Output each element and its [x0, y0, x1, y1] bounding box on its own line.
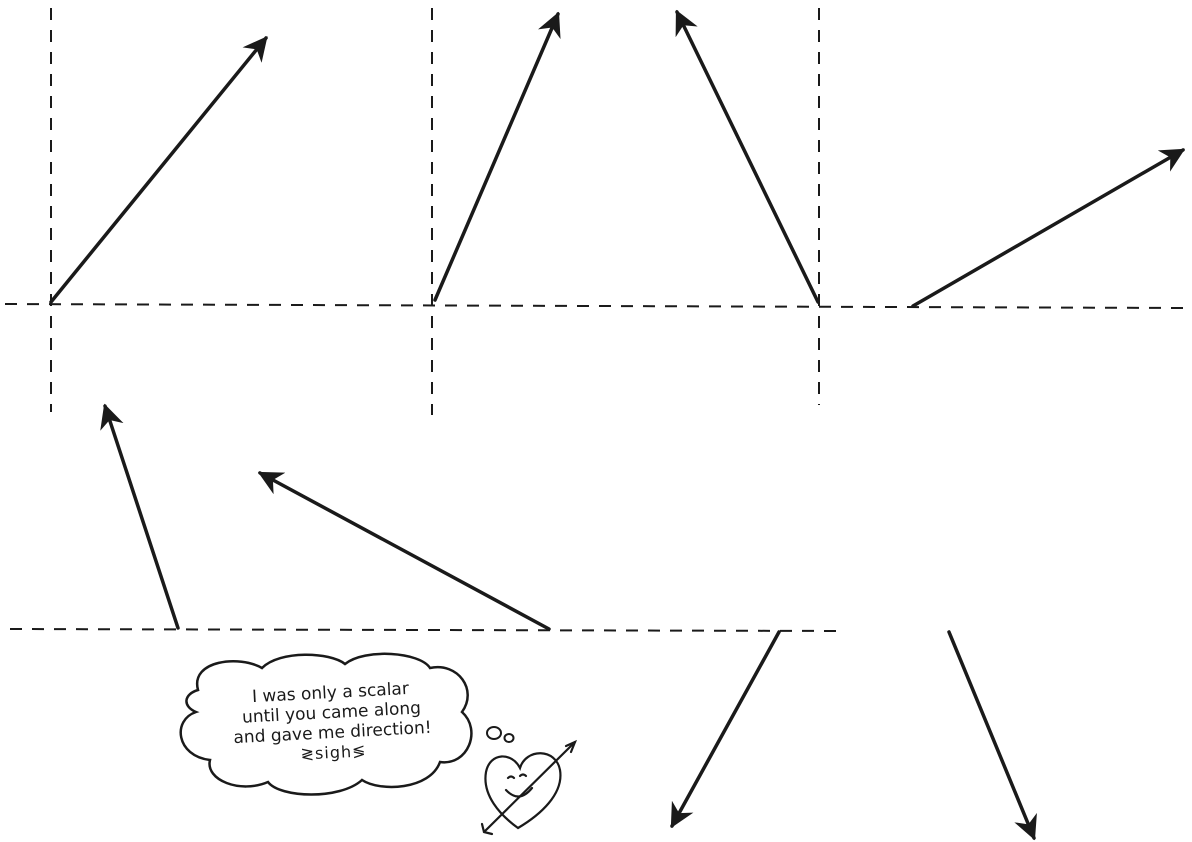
vector-arrow-8 [947, 630, 1037, 841]
vector-arrow-7 [670, 630, 781, 829]
thought-bubble-large [486, 726, 502, 740]
heart-with-arrow-icon [480, 739, 578, 836]
vector-arrow-1 [49, 36, 268, 304]
vector-arrow-2 [433, 11, 561, 302]
speech-text: I was only a scalar until you came along… [190, 676, 474, 771]
horizontal-axis-bottom [9, 628, 841, 632]
speech-cloud [179, 652, 473, 796]
heart-outline [484, 752, 562, 830]
horizontal-axis-top [4, 303, 1186, 309]
heart-arrow-fletching [480, 822, 494, 836]
heart-arrow-tip [564, 739, 578, 754]
heart-eye-left [506, 775, 516, 780]
heart-arrow-shaft [482, 740, 577, 834]
vector-arrow-6 [257, 471, 551, 631]
vector-arrow-3 [675, 9, 820, 304]
vector-arrow-5 [100, 403, 180, 630]
vector-arrow-4 [911, 148, 1186, 308]
heart-eye-right [518, 773, 528, 778]
thought-bubble-small [503, 733, 515, 743]
heart-smile [504, 786, 534, 798]
